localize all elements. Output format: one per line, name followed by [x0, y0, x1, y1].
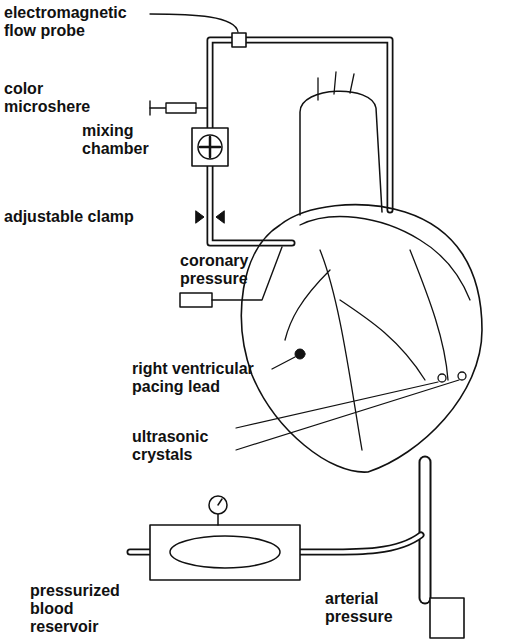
part-label: right ventricular pacing lead [132, 360, 282, 396]
flow-probe [232, 33, 246, 47]
syringe [150, 101, 207, 115]
part-label: ultrasonic crystals [132, 428, 232, 464]
aorta [300, 91, 382, 215]
coronary-artery [410, 250, 448, 380]
pressure-transducer [430, 598, 464, 638]
ultrasonic-crystal [438, 374, 446, 382]
leader-line [272, 357, 295, 369]
part-label: adjustable clamp [4, 208, 134, 226]
part-label: color microshere [4, 80, 104, 116]
heart-outline [241, 205, 482, 472]
artery-lumen [421, 462, 430, 598]
pacing-lead [295, 349, 305, 359]
leader-line [236, 380, 459, 450]
gauge-needle [218, 499, 222, 505]
tubing-lumen [210, 40, 390, 243]
arch-branches [318, 72, 354, 100]
ultrasonic-crystal [458, 372, 466, 380]
tubing-lumen [300, 535, 421, 552]
pressure-gauge [209, 496, 227, 514]
gauge-stem [217, 514, 219, 525]
part-label: pressurized blood reservoir [30, 582, 130, 636]
part-label: mixing chamber [82, 122, 164, 158]
tubing [130, 549, 150, 556]
clamp [216, 211, 224, 223]
atrium-outline [300, 217, 470, 300]
mixing-chamber [192, 128, 228, 166]
reservoir-bag [170, 536, 280, 568]
part-label: coronary pressure [180, 252, 265, 288]
leader-line [150, 14, 238, 32]
artery [419, 462, 432, 598]
tubing [210, 40, 390, 243]
tubing [300, 535, 421, 552]
blood-reservoir [150, 525, 300, 580]
part-label: arterial pressure [325, 590, 410, 626]
pressure-transducer [180, 293, 212, 307]
part-label: electromagnetic flow probe [4, 4, 154, 40]
coronary-artery [285, 250, 425, 450]
tubing-lumen [130, 550, 150, 554]
clamp [196, 211, 204, 223]
